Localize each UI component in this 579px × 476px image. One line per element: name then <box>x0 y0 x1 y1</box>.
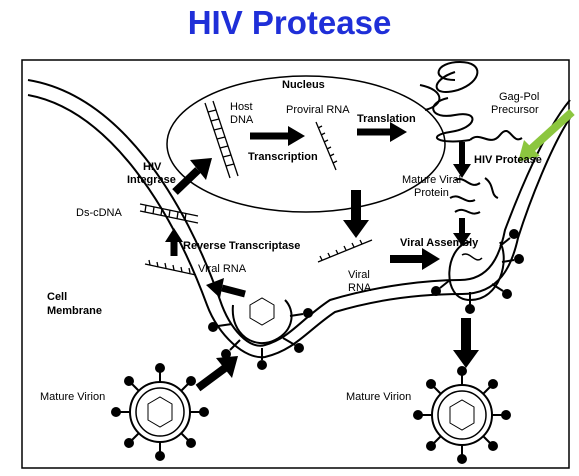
mature-virion-left-icon <box>111 363 209 461</box>
nucleus-label: Nucleus <box>282 79 325 91</box>
hiv-integrase-label-1: HIV <box>143 161 162 173</box>
hiv-integrase-label-2: Integrase <box>127 174 176 186</box>
mature-virion-left-label: Mature Virion <box>40 391 105 403</box>
mature-viral-label-2: Protein <box>414 187 449 199</box>
budding-virion <box>431 229 524 314</box>
nucleus <box>166 75 446 213</box>
mature-virion-right-icon <box>413 366 511 464</box>
reverse-transcriptase-label: Reverse Transcriptase <box>183 240 300 252</box>
gag-pol-precursor-icon <box>419 60 523 143</box>
attachment-arrow <box>195 364 228 392</box>
host-dna-label-2: DNA <box>230 114 254 126</box>
mature-viral-protein-icon <box>449 177 499 215</box>
viral-rna-mid-label-2: RNA <box>348 282 372 294</box>
uncoating-arrow <box>221 284 246 298</box>
viral-rna-mid-label-1: Viral <box>348 269 370 281</box>
translation-label: Translation <box>357 113 416 125</box>
viral-rna-left-label: Viral RNA <box>198 263 247 275</box>
cell-membrane <box>27 79 571 359</box>
host-dna-label-1: Host <box>230 101 253 113</box>
protease-highlight-arrow <box>518 109 575 162</box>
entering-virion <box>208 297 313 370</box>
ds-cdna-icon <box>139 203 199 224</box>
host-dna-icon <box>204 100 239 179</box>
integrase-arrow <box>172 167 201 195</box>
mature-viral-label-1: Mature Viral <box>402 174 461 186</box>
mature-virion-right-label: Mature Virion <box>346 391 411 403</box>
proviral-rna-icon <box>315 121 338 171</box>
ds-cdna-label: Ds-cDNA <box>76 207 122 219</box>
gag-pol-label-1: Gag-Pol <box>499 91 539 103</box>
viral-rna-mid-icon <box>317 239 373 263</box>
proviral-rna-label: Proviral RNA <box>286 104 350 116</box>
diagram-frame <box>21 59 570 469</box>
cell-membrane-label-1: Cell <box>47 291 67 303</box>
cell-membrane-label-2: Membrane <box>47 305 102 317</box>
diagram-title: HIV Protease <box>187 4 392 41</box>
gag-pol-label-2: Precursor <box>491 104 539 116</box>
transcription-label: Transcription <box>248 151 318 163</box>
hiv-protease-label: HIV Protease <box>474 154 542 166</box>
viral-rna-left-icon <box>144 259 197 276</box>
